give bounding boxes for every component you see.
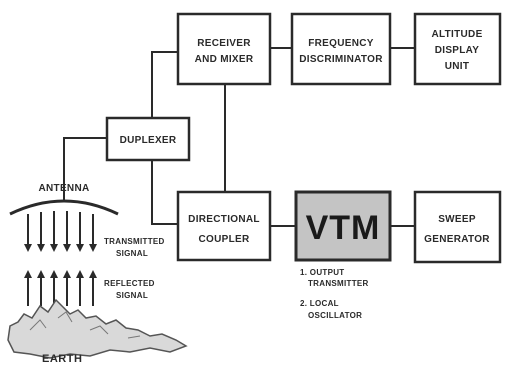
down-arrowhead-icon [63, 244, 71, 252]
reflected-signal-label-1: REFLECTED [104, 279, 155, 288]
down-arrowhead-icon [37, 244, 45, 252]
up-arrowhead-icon [24, 270, 32, 278]
block-directional-coupler: DIRECTIONAL COUPLER [176, 190, 272, 262]
connector-duplexer-coupler [151, 160, 178, 225]
block-duplexer: DUPLEXER [105, 116, 191, 162]
block-receiver-mixer: RECEIVER AND MIXER [176, 12, 272, 86]
connector-receiver-duplexer [151, 51, 178, 118]
up-arrowhead-icon [37, 270, 45, 278]
up-arrowhead-icon [76, 270, 84, 278]
sweep-generator-label-1: SWEEP [438, 214, 476, 225]
transmitted-signal-label-2: SIGNAL [116, 249, 148, 258]
down-arrowhead-icon [24, 244, 32, 252]
vtm-note-1-line-2: TRANSMITTER [308, 279, 369, 288]
earth-label: EARTH [42, 353, 82, 365]
up-arrowhead-icon [63, 270, 71, 278]
receiver-mixer-label-2: AND MIXER [195, 54, 254, 65]
directional-coupler-label-2: COUPLER [199, 234, 250, 245]
vtm-label: VTM [306, 209, 381, 247]
up-arrowhead-icon [50, 270, 58, 278]
altitude-display-label-1: ALTITUDE [431, 29, 482, 40]
vtm-note-2-line-2: OSCILLATOR [308, 311, 362, 320]
down-arrowhead-icon [76, 244, 84, 252]
directional-coupler-label-1: DIRECTIONAL [188, 214, 260, 225]
receiver-mixer-label-1: RECEIVER [197, 38, 251, 49]
altitude-display-label-2: DISPLAY [435, 45, 480, 56]
reflected-signal-label-2: SIGNAL [116, 291, 148, 300]
transmitted-signal-arrows [24, 211, 97, 252]
earth-terrain-icon [7, 298, 188, 359]
antenna: ANTENNA [9, 183, 119, 216]
antenna-label: ANTENNA [39, 183, 90, 194]
connector-lines [63, 47, 415, 227]
down-arrowhead-icon [89, 244, 97, 252]
frequency-discriminator-label-2: DISCRIMINATOR [299, 54, 383, 65]
vtm-note-2-line-1: 2. LOCAL [300, 299, 339, 308]
transmitted-signal-label-1: TRANSMITTED [104, 237, 165, 246]
frequency-discriminator-label-1: FREQUENCY [308, 38, 374, 49]
duplexer-label: DUPLEXER [120, 135, 177, 146]
sweep-generator-label-2: GENERATOR [424, 234, 490, 245]
block-altitude-display: ALTITUDE DISPLAY UNIT [413, 12, 502, 86]
connector-duplexer-antenna [63, 137, 107, 200]
block-vtm: VTM [294, 190, 392, 262]
antenna-dish-icon [9, 199, 119, 216]
up-arrowhead-icon [89, 270, 97, 278]
vtm-note-1-line-1: 1. OUTPUT [300, 268, 344, 277]
reflected-signal-arrows [24, 270, 97, 306]
block-frequency-discriminator: FREQUENCY DISCRIMINATOR [290, 12, 392, 86]
down-arrowhead-icon [50, 244, 58, 252]
altitude-display-label-3: UNIT [445, 61, 470, 72]
block-sweep-generator: SWEEP GENERATOR [413, 190, 502, 264]
vtm-notes: 1. OUTPUT TRANSMITTER 2. LOCAL OSCILLATO… [300, 268, 369, 320]
